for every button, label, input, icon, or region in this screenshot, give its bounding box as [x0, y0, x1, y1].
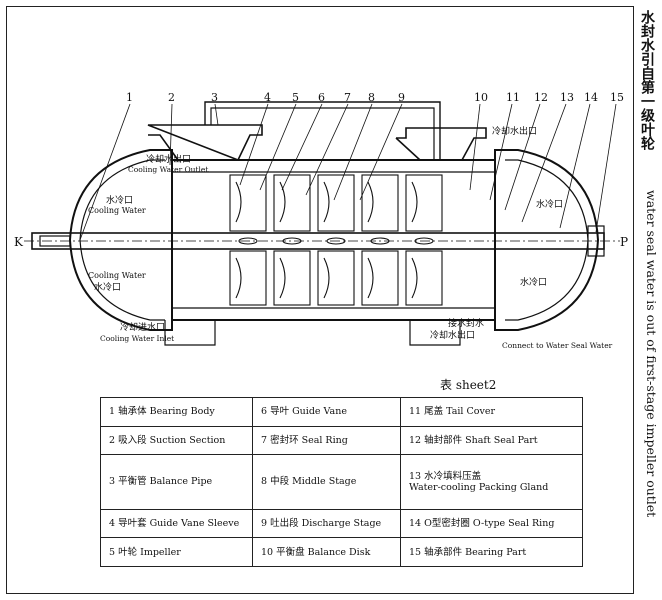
seal-water-en: Connect to Water Seal Water: [502, 341, 613, 350]
pump-body: [24, 101, 620, 346]
right-outlet-cn: 冷却水出口: [492, 125, 537, 137]
callout-6: 6: [318, 91, 325, 104]
legend-cell: 3 平衡管 Balance Pipe: [100, 454, 253, 510]
callout-5: 5: [292, 91, 299, 104]
cooling-water-en-left-bottom: Cooling Water: [88, 271, 146, 280]
legend-cell: 11 尾盖 Tail Cover: [400, 397, 583, 427]
callout-4: 4: [264, 91, 271, 104]
right-port-cn-bottom: 水冷口: [520, 276, 547, 288]
callout-15: 15: [610, 91, 624, 104]
impeller-stages: [229, 174, 443, 306]
water-port-cn-left-bottom: 水冷口: [94, 281, 121, 293]
sheet-label: 表 sheet2: [440, 378, 497, 392]
callout-2: 2: [168, 91, 175, 104]
callout-12: 12: [534, 91, 548, 104]
drawing-frame: [6, 6, 634, 594]
callout-7: 7: [344, 91, 351, 104]
legend-cell: 10 平衡盘 Balance Disk: [252, 537, 401, 567]
outlet-top-en: Cooling Water Outlet: [128, 165, 208, 174]
legend-cell: 8 中段 Middle Stage: [252, 454, 401, 510]
end-label-p: P: [620, 235, 628, 249]
callout-8: 8: [368, 91, 375, 104]
right-port-cn-top: 水冷口: [536, 198, 563, 210]
callout-14: 14: [584, 91, 598, 104]
port-annotations: 冷却水出口 Cooling Water Outlet 水冷口 Cooling W…: [88, 125, 613, 350]
seal-water-cn: 接水封水: [448, 317, 484, 329]
inlet-cn: 冷却进水口: [120, 321, 165, 333]
callout-1: 1: [126, 91, 133, 104]
legend-cell: 6 导叶 Guide Vane: [252, 397, 401, 427]
legend-cell: 5 叶轮 Impeller: [100, 537, 253, 567]
callout-11: 11: [506, 91, 520, 104]
title-english: water seal water is out of first-stage i…: [644, 190, 659, 518]
legend-cell: 2 吸入段 Suction Section: [100, 425, 253, 456]
legend-cell: 9 吐出段 Discharge Stage: [252, 508, 401, 539]
callout-10: 10: [474, 91, 488, 104]
title-chinese: 水封水引自第一级叶轮: [639, 10, 655, 150]
water-port-cn-left-top: 水冷口: [106, 194, 133, 206]
legend-cell: 14 O型密封圈 O-type Seal Ring: [400, 508, 583, 539]
end-label-k: K: [14, 235, 24, 249]
legend-cell: 1 轴承体 Bearing Body: [100, 397, 253, 427]
callout-3: 3: [211, 91, 218, 104]
seal-out-cn: 冷却水出口: [430, 329, 475, 341]
cooling-water-en-left-top: Cooling Water: [88, 206, 146, 215]
callout-numbers: 1 2 3 4 5 6 7 8 9 10 11 12 13 14 15: [126, 91, 624, 104]
legend-cell: 7 密封环 Seal Ring: [252, 425, 401, 456]
callout-leaders: [79, 103, 617, 241]
legend-cell: 4 导叶套 Guide Vane Sleeve: [100, 508, 253, 539]
callout-13: 13: [560, 91, 574, 104]
legend-cell: 12 轴封部件 Shaft Seal Part: [400, 425, 583, 456]
inlet-en: Cooling Water Inlet: [100, 334, 174, 343]
legend-cell: 15 轴承部件 Bearing Part: [400, 537, 583, 567]
outlet-top-cn: 冷却水出口: [146, 153, 191, 165]
callout-9: 9: [398, 91, 405, 104]
